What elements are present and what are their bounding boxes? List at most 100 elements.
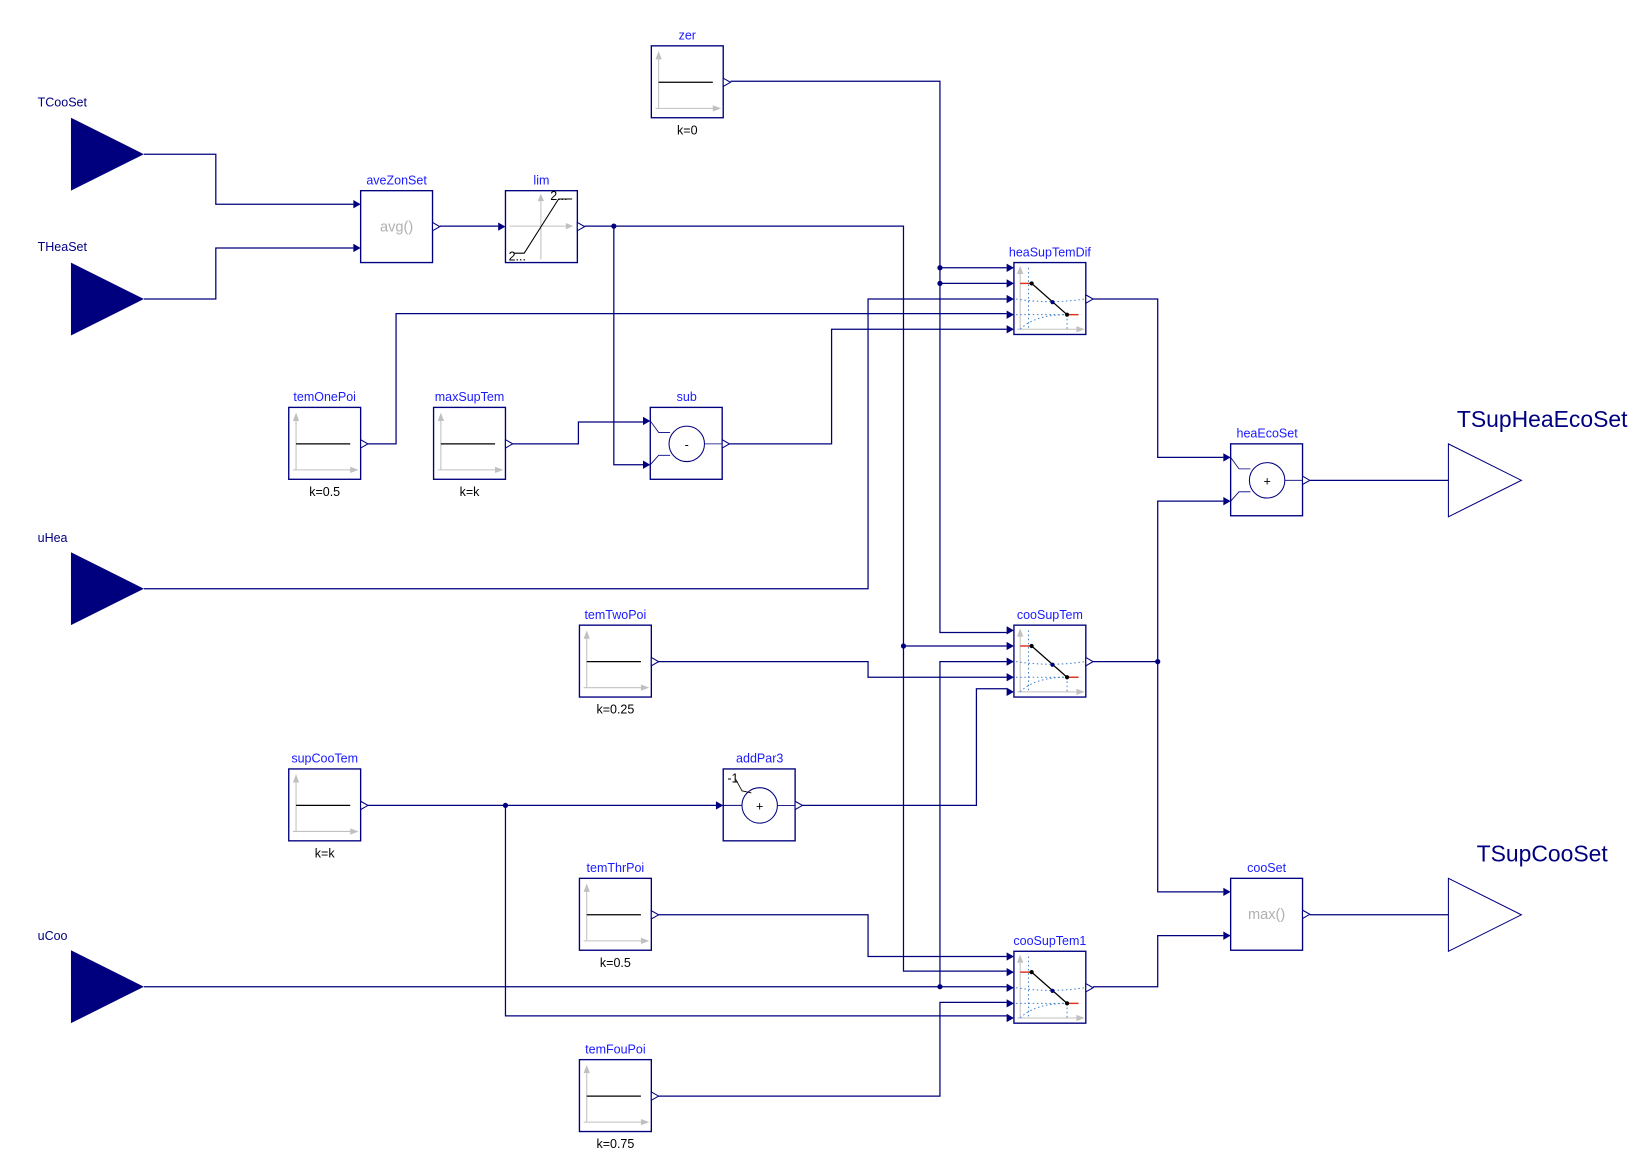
block-name: supCooTem <box>291 752 358 766</box>
block-parameter: k=0.5 <box>600 956 631 970</box>
input-uHea[interactable]: uHea <box>38 531 144 626</box>
axis-arrow-icon <box>1017 265 1024 275</box>
block-frame[interactable] <box>1229 877 1304 951</box>
internal-line <box>649 454 671 465</box>
block-name: temFouPoi <box>585 1042 645 1056</box>
axis-arrow-icon <box>640 937 650 944</box>
input-label: uCoo <box>38 929 68 943</box>
output-port-icon <box>650 656 660 667</box>
point-marker <box>1050 988 1055 993</box>
output-triangle-icon[interactable] <box>1447 877 1523 953</box>
input-label: uHea <box>38 531 68 545</box>
input-port-icon <box>1006 967 1014 977</box>
function-block-aveZonSet[interactable]: avg()aveZonSet <box>353 173 441 264</box>
wire-zer-cooSupTem <box>730 80 1007 634</box>
connection-wires <box>143 80 1449 1097</box>
internal-line <box>1230 457 1251 470</box>
operator-sign: - <box>685 438 689 452</box>
block-name: sub <box>677 390 697 404</box>
axis-arrow-icon <box>1076 1014 1085 1022</box>
input-uCoo[interactable]: uCoo <box>38 929 144 1024</box>
output-port-icon <box>721 438 731 449</box>
block-frame[interactable] <box>1013 950 1087 1024</box>
wire-temThrPoi-cooSupTem1 <box>657 914 1007 958</box>
wire-lim-cooSupTem1 <box>584 225 1007 972</box>
function-block-cooSet[interactable]: max()cooSet <box>1223 861 1311 951</box>
limiter-block-lim[interactable]: 2...2...lim <box>498 173 586 263</box>
output-TSupCooSet[interactable]: TSupCooSet <box>1447 841 1609 953</box>
line-block-heaSupTemDif[interactable]: heaSupTemDif <box>1006 245 1095 336</box>
output-port-icon <box>360 438 369 449</box>
wire-addPar3-cooSupTem <box>802 688 1007 807</box>
wire-supCooTem-cooSupTem1 <box>504 805 1007 1017</box>
line-block-cooSupTem1[interactable]: cooSupTem1 <box>1006 934 1095 1024</box>
input-triangle-icon[interactable] <box>70 262 144 336</box>
input-port-icon <box>1006 673 1014 682</box>
junction-dot <box>502 802 509 809</box>
input-triangle-icon[interactable] <box>70 950 144 1024</box>
point-marker <box>1029 281 1034 286</box>
axis-arrow-icon <box>583 630 590 639</box>
adder-block-heaEcoSet[interactable]: +heaEcoSet <box>1223 427 1311 517</box>
point-marker <box>1064 312 1070 317</box>
output-port-icon <box>650 1091 660 1102</box>
output-label: TSupCooSet <box>1477 841 1609 867</box>
input-label: THeaSet <box>38 240 88 254</box>
interpolation-line <box>1031 971 1068 1004</box>
input-triangle-icon[interactable] <box>70 552 144 626</box>
wire-temFouPoi-cooSupTem1 <box>657 1001 1007 1097</box>
input-port-icon <box>1006 263 1014 272</box>
point-marker <box>1050 662 1055 667</box>
input-port-icon <box>1006 294 1014 304</box>
block-name: zer <box>679 29 696 43</box>
axis-arrow-icon <box>350 466 359 474</box>
axis-arrow-icon <box>292 412 300 421</box>
guide-line <box>1015 298 1085 303</box>
block-name: cooSupTem1 <box>1013 934 1086 948</box>
internal-line <box>649 420 671 433</box>
axis-arrow-icon <box>495 466 504 474</box>
operator-sign: + <box>756 800 763 814</box>
output-TSupHeaEcoSet[interactable]: TSupHeaEcoSet <box>1447 406 1628 518</box>
interpolation-line <box>1031 645 1068 678</box>
input-port-icon <box>1006 641 1014 651</box>
line-block-cooSupTem[interactable]: cooSupTem <box>1006 608 1095 698</box>
guide-line <box>1019 314 1068 330</box>
guide-line <box>1015 661 1085 665</box>
output-port-icon <box>504 438 514 449</box>
axis-arrow-icon <box>655 51 662 60</box>
wire-uHea-heaSupTemDif <box>143 298 1007 590</box>
input-THeaSet[interactable]: THeaSet <box>38 240 144 336</box>
wire-cooSupTem-heaEcoSet <box>1157 500 1224 662</box>
output-triangle-icon[interactable] <box>1447 443 1523 518</box>
input-port-icon <box>1006 279 1014 288</box>
axis-arrow-icon <box>537 193 545 202</box>
wire-lim-sub <box>613 226 643 466</box>
input-triangle-icon[interactable] <box>70 117 144 191</box>
axis-arrow-icon <box>1076 688 1085 695</box>
adder-block-sub[interactable]: - sub <box>642 390 731 480</box>
output-port-icon <box>432 221 441 232</box>
axis-arrow-icon <box>437 412 444 421</box>
wire-THeaSet-aveZonSet <box>143 247 354 300</box>
block-frame[interactable] <box>1013 624 1087 698</box>
axis-arrow-icon <box>565 222 574 230</box>
block-name: heaSupTemDif <box>1009 245 1092 259</box>
block-frame[interactable] <box>1013 261 1087 336</box>
output-label: TSupHeaEcoSet <box>1457 406 1628 432</box>
axis-arrow-icon <box>640 684 650 691</box>
upper-limit-text: 2... <box>550 189 567 203</box>
input-TCooSet[interactable]: TCooSet <box>38 95 144 191</box>
input-port-icon <box>1006 999 1014 1008</box>
output-port-icon <box>1302 909 1311 920</box>
block-name: cooSet <box>1247 861 1286 875</box>
